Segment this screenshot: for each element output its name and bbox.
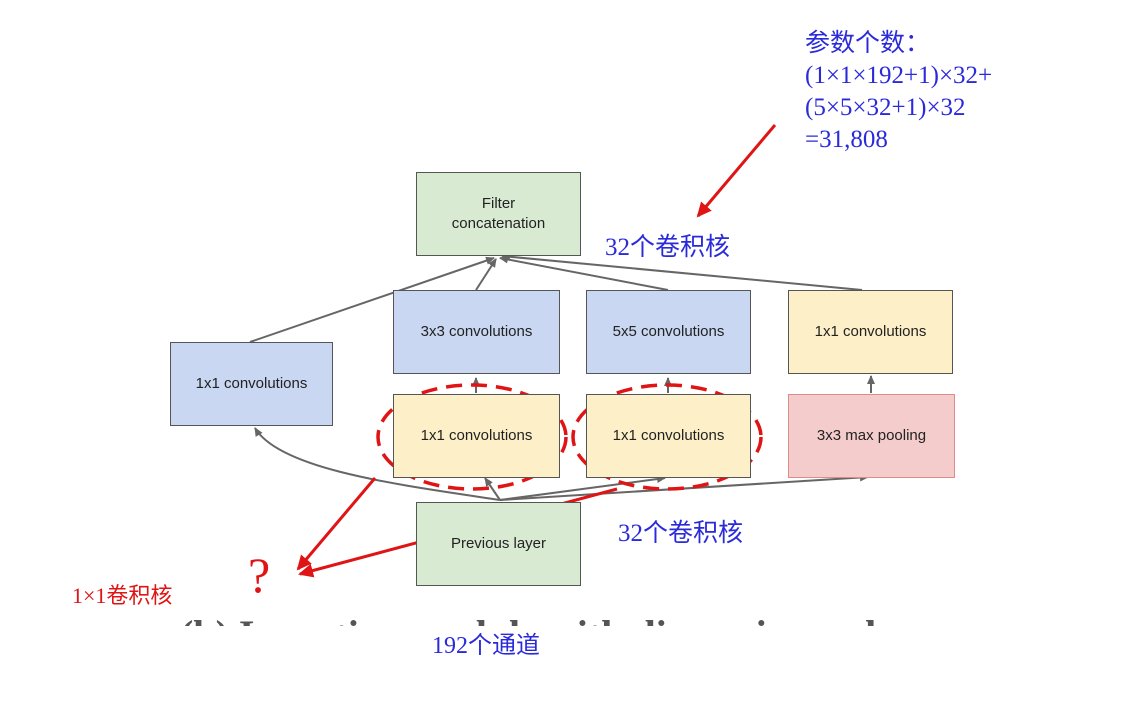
param-line-3: (5×5×32+1)×32: [805, 94, 966, 121]
edge-prev-to-left-conv: [254, 427, 501, 501]
conv-1x1-left-box: 1x1 convolutions: [170, 342, 333, 426]
red-arrow-to-kernels: [696, 124, 777, 218]
edge-prev-to-conv-b: [499, 475, 666, 501]
highlight-ellipse-a: [376, 383, 568, 491]
red-arrow-ellipse-a: [296, 477, 377, 571]
conv-1x1-reduce-b-box: 1x1 convolutions: [586, 394, 751, 478]
conv-5x5-box: 5x5 convolutions: [586, 290, 751, 374]
cut-off-caption: (b) Inception module with dimension redu…: [180, 612, 900, 626]
edge-3x3-to-concat: [475, 258, 497, 291]
conv-1x1-pool-box: 1x1 convolutions: [788, 290, 953, 374]
max-pooling-box: 3x3 max pooling: [788, 394, 955, 478]
highlight-ellipse-b: [571, 383, 763, 491]
kernel-1x1-label: 1×1卷积核: [72, 583, 173, 608]
edge-left-conv-to-concat: [249, 256, 495, 343]
question-mark: ?: [248, 547, 271, 603]
edge-prev-to-conv-a: [484, 477, 501, 501]
param-line-1: 参数个数：: [805, 30, 931, 57]
edge-pool-conv-to-concat: [501, 252, 863, 291]
parameter-count-annotation: 参数个数： (1×1×192+1)×32+ (5×5×32+1)×32 =31,…: [805, 28, 992, 156]
kernels-top-label: 32个卷积核: [605, 234, 731, 261]
kernels-mid-label: 32个卷积核: [618, 520, 744, 547]
param-line-2: (1×1×192+1)×32+: [805, 62, 993, 89]
edge-prev-to-maxpool: [499, 473, 869, 501]
channels-label: 192个通道: [432, 633, 540, 659]
filter-concatenation-box: Filter concatenation: [416, 172, 581, 256]
previous-layer-box: Previous layer: [416, 502, 581, 586]
conv-3x3-box: 3x3 convolutions: [393, 290, 560, 374]
edge-5x5-to-concat: [499, 255, 669, 291]
param-line-4: =31,808: [805, 126, 888, 153]
conv-1x1-reduce-a-box: 1x1 convolutions: [393, 394, 560, 478]
